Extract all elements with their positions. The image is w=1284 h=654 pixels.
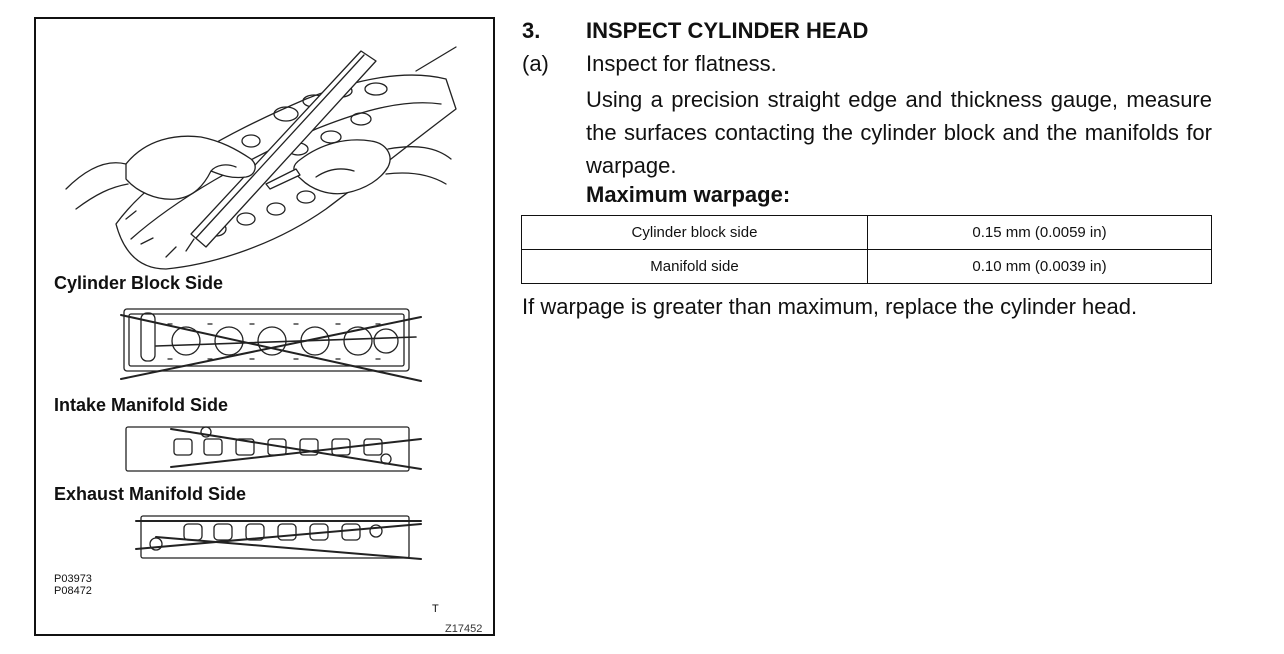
table-row: Manifold side 0.10 mm (0.0039 in) bbox=[521, 249, 1212, 284]
figure-drawing bbox=[65, 46, 457, 560]
spec-location: Cylinder block side bbox=[521, 215, 868, 250]
exhaust-manifold-side-label: Exhaust Manifold Side bbox=[54, 484, 247, 504]
inspection-figure: Cylinder Block Side Intake Manifold Side… bbox=[34, 17, 495, 636]
figure-codes: P03973 P08472 bbox=[54, 573, 92, 597]
warpage-spec-table: Cylinder block side 0.15 mm (0.0059 in) … bbox=[521, 215, 1212, 284]
intake-manifold-side-label: Intake Manifold Side bbox=[54, 395, 229, 415]
intake-manifold-side-diagram bbox=[125, 426, 422, 472]
figure-id: Z17452 bbox=[445, 623, 483, 635]
sub-step-label: (a) bbox=[522, 51, 549, 76]
cylinder-block-side-diagram bbox=[120, 308, 422, 382]
sub-step-title: Inspect for flatness. bbox=[586, 51, 777, 76]
figure-code: P03973 bbox=[54, 573, 92, 585]
replacement-note: If warpage is greater than maximum, repl… bbox=[522, 294, 1138, 319]
cylinder-block-side-label: Cylinder Block Side bbox=[54, 273, 224, 293]
spec-title: Maximum warpage: bbox=[586, 182, 791, 207]
spec-value: 0.10 mm (0.0039 in) bbox=[867, 249, 1212, 284]
figure-code: P08472 bbox=[54, 585, 92, 597]
table-row: Cylinder block side 0.15 mm (0.0059 in) bbox=[521, 215, 1212, 250]
spec-location: Manifold side bbox=[521, 249, 868, 284]
instruction-paragraph: Using a precision straight edge and thic… bbox=[586, 87, 1212, 178]
step-number: 3. bbox=[522, 18, 541, 43]
straight-edge-illustration bbox=[65, 46, 457, 270]
figure-mark: T bbox=[432, 603, 439, 615]
step-title: INSPECT CYLINDER HEAD bbox=[586, 18, 869, 43]
spec-value: 0.15 mm (0.0059 in) bbox=[867, 215, 1212, 250]
exhaust-manifold-side-diagram bbox=[135, 515, 422, 560]
